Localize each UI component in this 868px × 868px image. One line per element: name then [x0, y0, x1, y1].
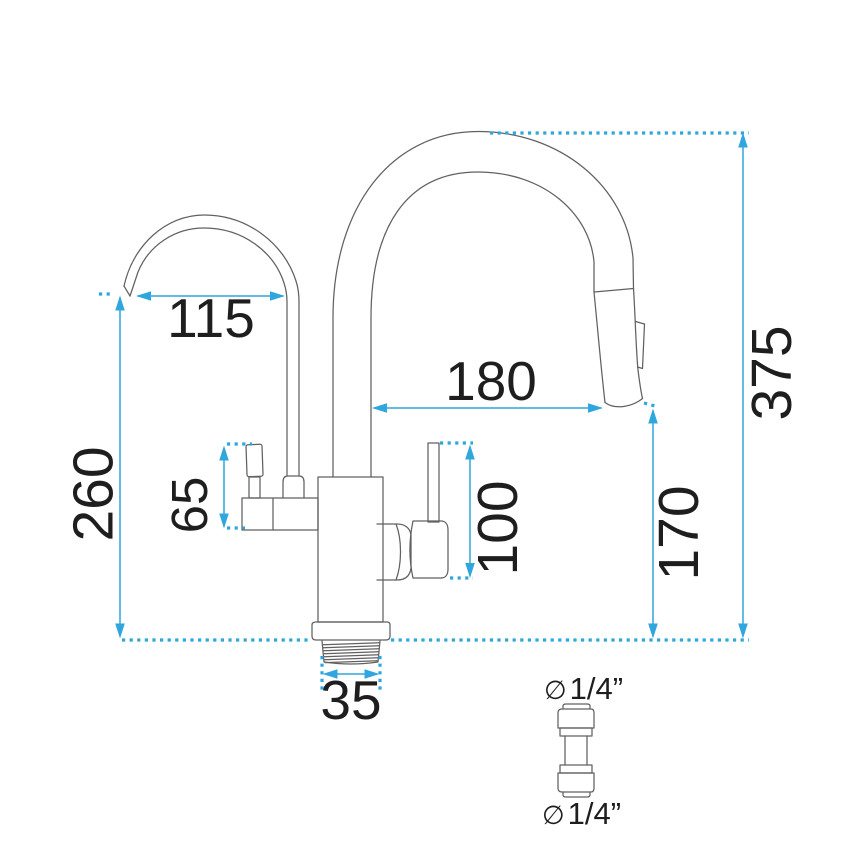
- diameter-icon: ∅: [542, 800, 565, 830]
- thread-section: [321, 640, 381, 665]
- base-flange: [311, 621, 391, 641]
- dim-label-35: 35: [320, 669, 381, 731]
- spout-collar: [282, 475, 305, 499]
- fitting-top-diameter-label: ∅1/4”: [544, 671, 623, 706]
- dim-260: 260: [61, 295, 125, 639]
- dim-label-65: 65: [161, 477, 218, 534]
- spray-head: [593, 287, 646, 408]
- faucet-body: [317, 476, 384, 623]
- dim-label-180: 180: [445, 350, 537, 412]
- spray-button: [634, 320, 646, 370]
- dim-35: 35: [320, 656, 382, 731]
- dim-65: 65: [161, 442, 252, 534]
- dim-label-115: 115: [167, 287, 255, 349]
- dim-100: 100: [440, 441, 530, 580]
- fitting-bottom-diameter-label: ∅1/4”: [542, 796, 621, 831]
- dim-label-375: 375: [740, 325, 804, 420]
- dimension-annotations: 115 260 65 100 180: [61, 131, 804, 831]
- left-valve-box: [241, 497, 319, 531]
- dim-label-100: 100: [466, 480, 530, 575]
- left-handle: [245, 443, 264, 499]
- main-spout: [332, 130, 635, 478]
- dim-375: 375: [738, 132, 804, 639]
- dim-label-260: 260: [61, 446, 125, 541]
- dim-180: 180: [372, 350, 603, 413]
- dim-170: 170: [643, 401, 711, 639]
- quick-connect-fitting: [557, 703, 595, 798]
- filter-spout: [123, 214, 305, 499]
- faucet-drawing: [123, 130, 646, 798]
- dim-115: 115: [99, 287, 285, 349]
- right-handle: [376, 442, 449, 581]
- diameter-icon: ∅: [544, 675, 567, 705]
- dim-label-170: 170: [647, 485, 711, 580]
